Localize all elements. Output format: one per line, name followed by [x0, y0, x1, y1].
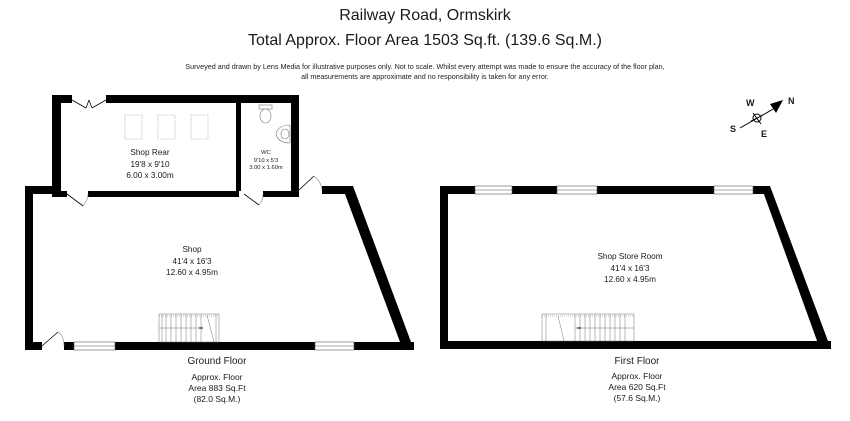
first-floor-caption: First Floor Approx. Floor Area 620 Sq.Ft… [577, 356, 697, 404]
floor-area-line-3: (82.0 Sq.M.) [193, 394, 241, 404]
room-name: Shop [182, 245, 202, 254]
floor-name: First Floor [614, 356, 660, 367]
stairs-icon [158, 313, 220, 343]
compass-e-label: E [761, 129, 768, 139]
disclaimer-line-2: all measurements are approximate and no … [301, 71, 549, 81]
room-dimensions-metric: 12.60 x 4.95m [166, 268, 218, 277]
wc-fixtures [258, 104, 291, 144]
disclaimer: Surveyed and drawn by Lens Media for ill… [0, 62, 850, 81]
floor-area-line-3: (57.6 Sq.M.) [613, 393, 661, 403]
double-door-icon [71, 99, 107, 109]
compass-w-label: W [746, 98, 755, 108]
room-name: Shop Rear [130, 148, 170, 157]
ground-floor-caption: Ground Floor Approx. Floor Area 883 Sq.F… [157, 356, 277, 405]
shop-windows [73, 341, 355, 351]
plan-title: Railway Road, Ormskirk [339, 7, 511, 24]
room-dimensions-metric: 12.60 x 4.95m [604, 275, 656, 284]
room-name: WC [261, 150, 271, 156]
store-room-walls [440, 186, 831, 349]
floor-area: Approx. Floor Area 620 Sq.Ft (57.6 Sq.M.… [577, 371, 697, 404]
room-dimensions-imperial: 41'4 x 16'3 [172, 256, 212, 266]
ground-floor-plan [25, 95, 414, 351]
floor-name: Ground Floor [187, 356, 247, 367]
compass-n-label: N [788, 96, 795, 106]
floor-area-line-2: Area 883 Sq.Ft [188, 383, 246, 393]
room-dimensions-metric: 3.00 x 1.60m [249, 165, 283, 171]
room-dimensions-imperial: 9'10 x 5'3 [253, 157, 279, 164]
rooflight-icons [124, 114, 209, 140]
disclaimer-line-1: Surveyed and drawn by Lens Media for ill… [185, 62, 665, 71]
total-floor-area: Total Approx. Floor Area 1503 Sq.ft. (13… [248, 32, 602, 49]
room-name: Shop Store Room [597, 252, 663, 261]
toilet-cistern-icon [258, 104, 273, 110]
room-label-shop: Shop 41'4 x 16'3 12.60 x 4.95m [132, 244, 252, 279]
floor-area-line-1: Approx. Floor [191, 372, 243, 382]
first-floor-plan [440, 185, 831, 349]
stairs-icon-first-floor [541, 313, 635, 342]
door-icons [41, 175, 323, 347]
room-label-shop-rear: Shop Rear 19'8 x 9'10 6.00 x 3.00m [90, 147, 210, 182]
room-label-shop-store-room: Shop Store Room 41'4 x 16'3 12.60 x 4.95… [560, 251, 700, 286]
toilet-bowl-icon [259, 108, 272, 124]
compass-icon [739, 100, 783, 129]
floor-area: Approx. Floor Area 883 Sq.Ft (82.0 Sq.M.… [157, 372, 277, 405]
room-label-wc: WC 9'10 x 5'3 3.00 x 1.60m [241, 150, 291, 173]
room-dimensions-metric: 6.00 x 3.00m [126, 171, 174, 180]
shop-walls [25, 186, 414, 350]
store-room-windows [474, 185, 754, 195]
compass-s-label: S [730, 124, 737, 134]
floor-area-line-2: Area 620 Sq.Ft [608, 382, 666, 392]
floor-area-line-1: Approx. Floor [611, 371, 663, 381]
room-dimensions-imperial: 41'4 x 16'3 [610, 263, 650, 273]
room-dimensions-imperial: 19'8 x 9'10 [130, 159, 170, 169]
